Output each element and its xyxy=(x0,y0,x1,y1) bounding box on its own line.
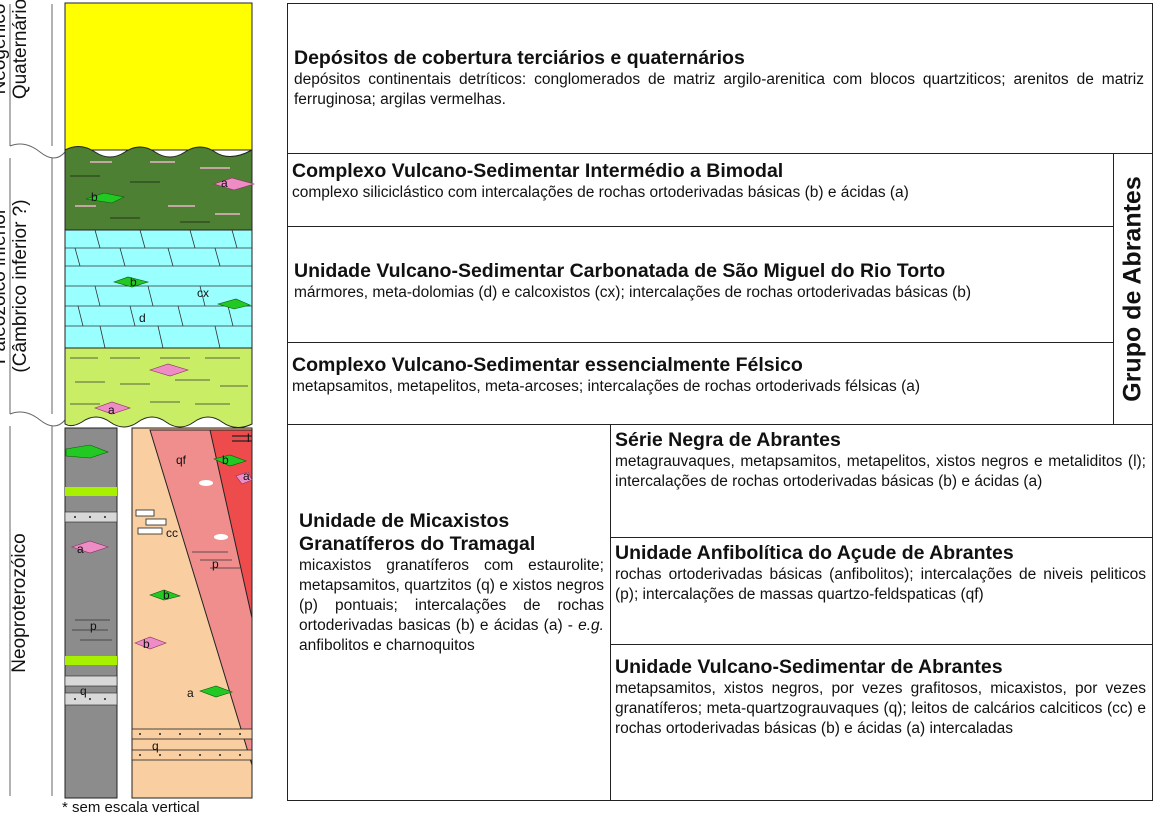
unit-description: metagrauvaques, metapsamitos, metapelito… xyxy=(615,453,1146,490)
scale-note: * sem escala vertical xyxy=(62,799,200,816)
lithology-symbol: q xyxy=(80,684,87,698)
unit-title: Unidade Anfibolítica do Açude de Abrante… xyxy=(615,542,1014,564)
lithology-symbol: p xyxy=(212,557,219,571)
lithology-symbol: b xyxy=(222,453,229,467)
unit-description: mármores, meta-dolomias (d) e calcoxisto… xyxy=(294,284,972,301)
unit-serie-negra: Série Negra de Abrantes metagrauvaques, … xyxy=(610,424,1153,538)
era-label-neogenico: Neogénico Quaternário xyxy=(0,0,31,100)
lithology-symbol: a xyxy=(108,403,115,417)
unit-felsico: Complexo Vulcano-Sedimentar essencialmen… xyxy=(287,342,1114,425)
unit-title: Complexo Vulcano-Sedimentar Intermédio a… xyxy=(292,160,784,182)
unit-anfibolitica: Unidade Anfibolítica do Açude de Abrante… xyxy=(610,537,1153,645)
lithology-symbol: cc xyxy=(166,526,178,540)
unit-bimodal: Complexo Vulcano-Sedimentar Intermédio a… xyxy=(287,153,1114,227)
lithology-symbol: d xyxy=(139,311,146,325)
grupo-abrantes-label: Grupo de Abrantes xyxy=(1113,153,1153,425)
lithology-symbol: a xyxy=(221,176,228,190)
unit-cobertura: Depósitos de cobertura terciários e quat… xyxy=(287,3,1153,154)
era-label-paleozoico: Paleozóico inferior (Câmbrico inferior ?… xyxy=(0,199,31,373)
era-label-neoproterozoico: Neoproterozóico xyxy=(9,533,30,673)
lithology-symbol: b xyxy=(163,588,170,602)
unit-title: Unidade de Micaxistos Granatíferos do Tr… xyxy=(299,510,536,555)
lithology-symbol: a xyxy=(243,469,250,483)
lithology-symbol: b xyxy=(143,637,150,651)
unit-title: Série Negra de Abrantes xyxy=(615,429,841,451)
lithology-symbol: a xyxy=(77,542,84,556)
lithology-symbol: a xyxy=(187,686,194,700)
unit-description: complexo siliciclástico com intercalaçõe… xyxy=(292,184,909,201)
unit-title: Complexo Vulcano-Sedimentar essencialmen… xyxy=(292,354,803,376)
lithology-symbol: b xyxy=(130,275,137,289)
cover-layer xyxy=(64,2,253,151)
unit-description: rochas ortoderivadas básicas (anfibolito… xyxy=(615,566,1146,603)
unit-title: Depósitos de cobertura terciários e quat… xyxy=(294,47,745,69)
lithology-symbol: q xyxy=(152,739,159,753)
lithology-symbol: b xyxy=(91,190,98,204)
unit-description: depósitos continentais detríticos: congl… xyxy=(294,71,1144,108)
lithology-symbol: cx xyxy=(197,286,209,300)
lithology-symbol: p xyxy=(90,619,97,633)
felsic-layer xyxy=(64,347,253,428)
unit-micaxistos: Unidade de Micaxistos Granatíferos do Tr… xyxy=(287,424,611,801)
lithology-symbol: qf xyxy=(176,453,187,467)
unit-carbonatada: Unidade Vulcano-Sedimentar Carbonatada d… xyxy=(287,226,1114,343)
unit-title: Unidade Vulcano-Sedimentar de Abrantes xyxy=(615,656,1003,678)
lithology-symbol: l xyxy=(247,431,250,445)
unit-description: metapsamitos, metapelitos, meta-arcoses;… xyxy=(292,378,921,395)
unit-title: Unidade Vulcano-Sedimentar Carbonatada d… xyxy=(294,260,946,282)
unit-vulcano-sedimentar: Unidade Vulcano-Sedimentar de Abrantes m… xyxy=(610,644,1153,801)
unit-description: micaxistos granatíferos com estaurolite;… xyxy=(299,557,604,654)
vulcano-abrantes-layer xyxy=(64,427,118,799)
unit-description: metapsamitos, xistos negros, por vezes g… xyxy=(615,680,1146,737)
